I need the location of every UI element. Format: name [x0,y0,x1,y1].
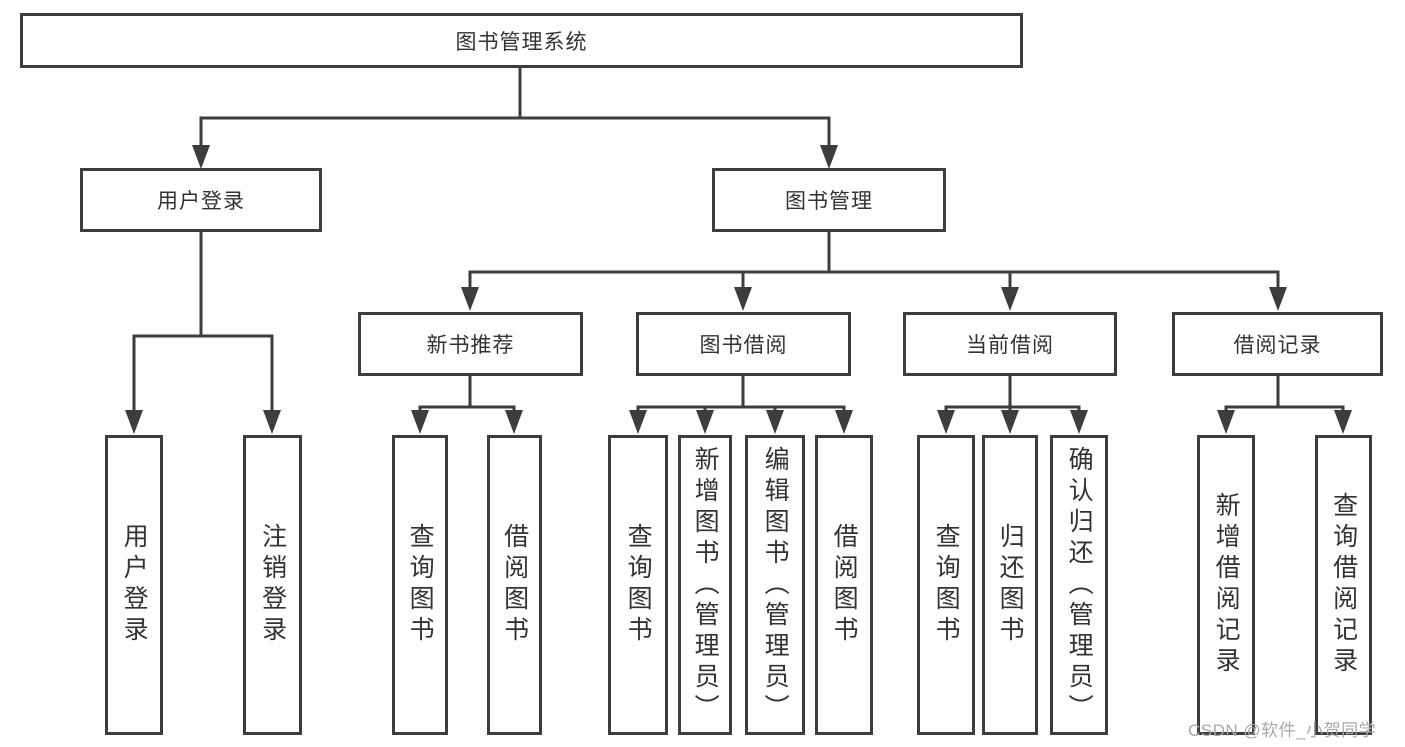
node-book-management: 图书管理 [712,168,946,232]
leaf-query-borrow-record: 查询借阅记录 [1315,435,1372,735]
leaf-user-login: 用户登录 [105,435,163,735]
leaf-query-books-recommend: 查询图书 [392,435,448,735]
node-borrow-records: 借阅记录 [1172,312,1383,376]
leaf-return-books: 归还图书 [982,435,1038,735]
leaf-confirm-return-admin: 确认归还（管理员） [1050,435,1108,735]
leaf-edit-books-admin: 编辑图书（管理员） [745,435,805,735]
leaf-borrow-books: 借阅图书 [815,435,873,735]
leaf-logout: 注销登录 [243,435,302,735]
node-current-borrow: 当前借阅 [903,312,1117,376]
leaf-query-books-current: 查询图书 [917,435,975,735]
leaf-add-borrow-record: 新增借阅记录 [1197,435,1255,735]
leaf-query-books-borrow: 查询图书 [608,435,668,735]
leaf-borrow-books-recommend: 借阅图书 [487,435,542,735]
node-book-borrow: 图书借阅 [636,312,851,376]
leaf-add-books-admin: 新增图书（管理员） [678,435,732,735]
csdn-watermark: CSDN @软件_小贺同学 [1188,721,1377,740]
node-root-system: 图书管理系统 [20,13,1023,68]
node-new-book-recommend: 新书推荐 [358,312,583,376]
node-user-login: 用户登录 [80,168,322,232]
